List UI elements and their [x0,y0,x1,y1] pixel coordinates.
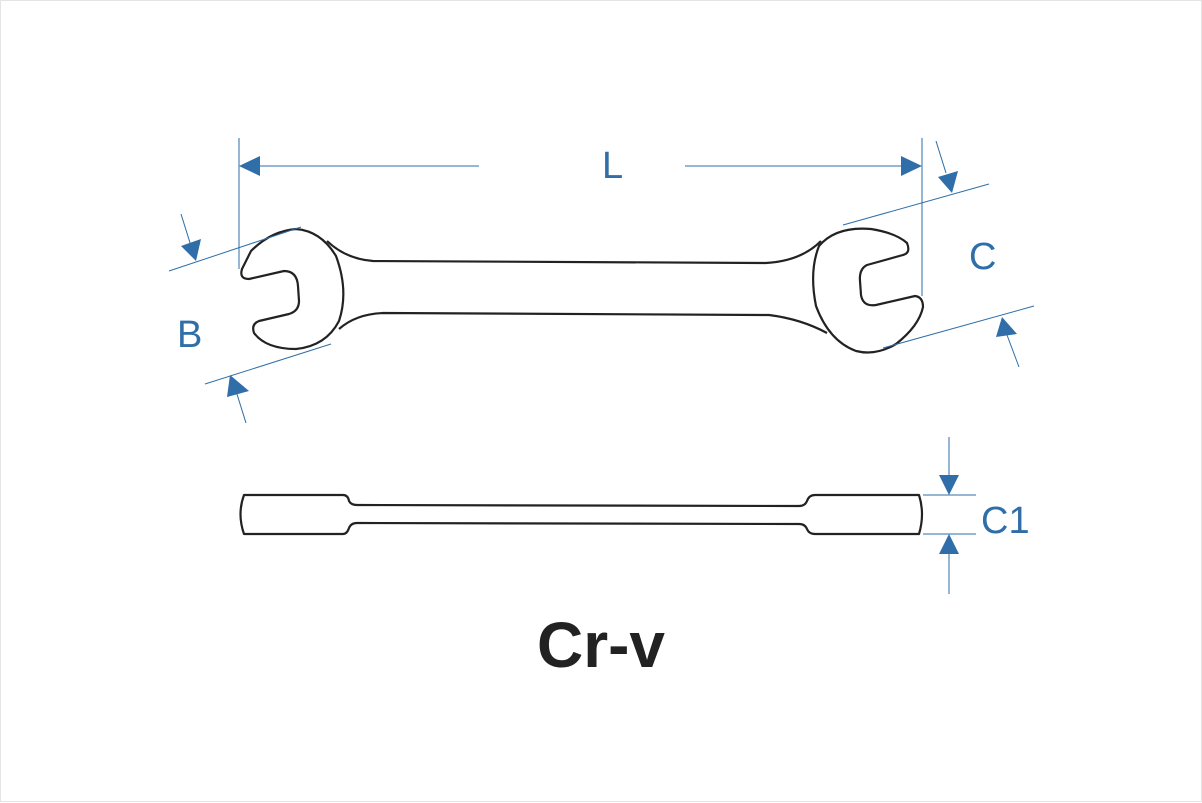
arrow-icon [939,534,959,554]
handle-bottom-edge [338,311,828,334]
wrench-side-view [239,493,924,536]
arrow-icon [181,239,201,261]
right-head [812,227,925,354]
dimension-C: C [842,140,1035,368]
handle-top-edge [326,240,822,265]
label-L: L [602,145,623,187]
arrow-icon [227,375,249,397]
arrow-icon [996,317,1017,337]
dimension-B: B [168,213,332,424]
arrow-icon [239,156,260,176]
arrow-icon [939,475,959,495]
arrow-icon [938,171,958,193]
left-head [240,227,345,351]
material-label: Cr-v [537,609,665,681]
label-C: C [969,236,996,278]
dimension-C1: C1 [923,437,1030,594]
wrench-top-view [240,227,925,354]
label-C1: C1 [981,500,1030,542]
dimension-L: L [238,138,923,296]
arrow-icon [901,156,922,176]
label-B: B [177,314,202,356]
